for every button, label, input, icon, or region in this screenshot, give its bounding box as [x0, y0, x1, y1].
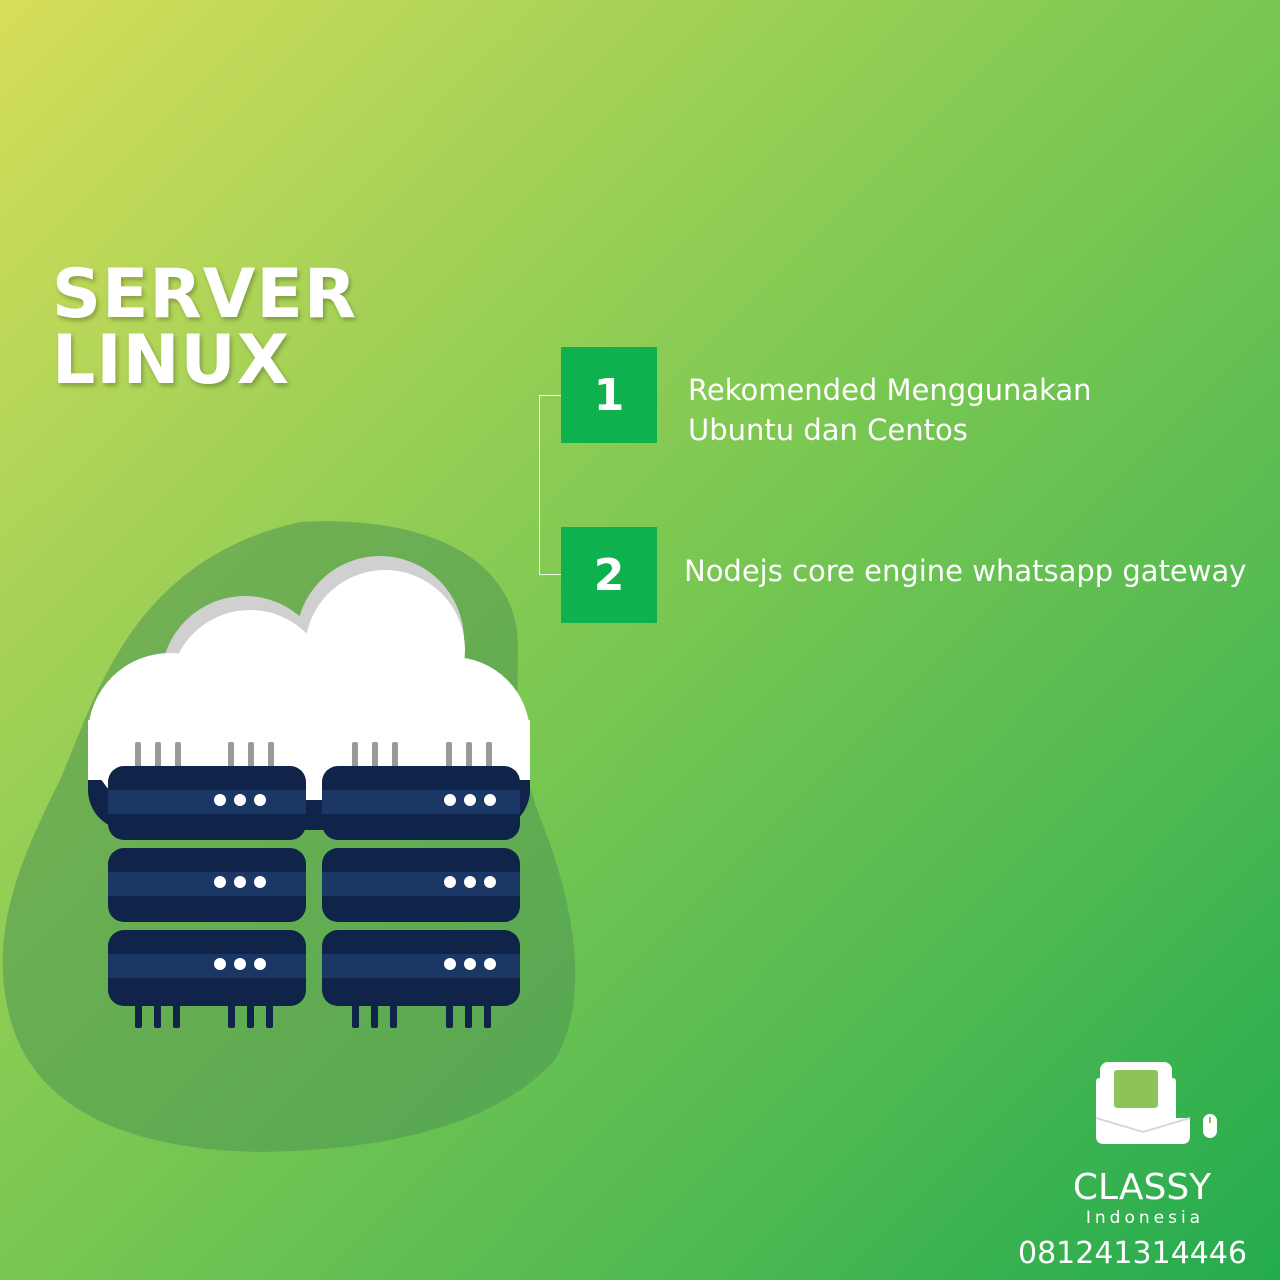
step-text-line: Nodejs core engine whatsapp gateway — [684, 554, 1247, 588]
bottom-pins — [135, 1004, 491, 1028]
title-line-1: SERVER — [52, 255, 358, 334]
server-unit — [322, 848, 520, 922]
step-number-badge: 1 — [561, 347, 657, 443]
title-line-2: LINUX — [52, 321, 291, 400]
step-text-line: Rekomended Menggunakan — [688, 373, 1092, 407]
server-unit — [108, 930, 306, 1006]
top-pins — [135, 742, 492, 768]
step-number-badge: 2 — [561, 527, 657, 623]
computer-logo-icon — [1095, 1062, 1217, 1144]
server-unit — [108, 848, 306, 922]
brand-subtitle: Indonesia — [1085, 1208, 1205, 1228]
server-unit — [322, 766, 520, 840]
server-unit — [322, 930, 520, 1006]
phone-number: 081241314446 — [1018, 1236, 1248, 1271]
step-connector-line — [539, 395, 561, 575]
brand-name: CLASSY — [1072, 1167, 1212, 1208]
step-text: Nodejs core engine whatsapp gateway — [684, 551, 1246, 591]
step-text-line: Ubuntu dan Centos — [688, 413, 968, 447]
server-unit — [108, 766, 306, 840]
page-title: SERVER LINUX — [52, 255, 358, 400]
server-units — [108, 766, 520, 1006]
step-text: Rekomended Menggunakan Ubuntu dan Centos — [688, 370, 1092, 450]
